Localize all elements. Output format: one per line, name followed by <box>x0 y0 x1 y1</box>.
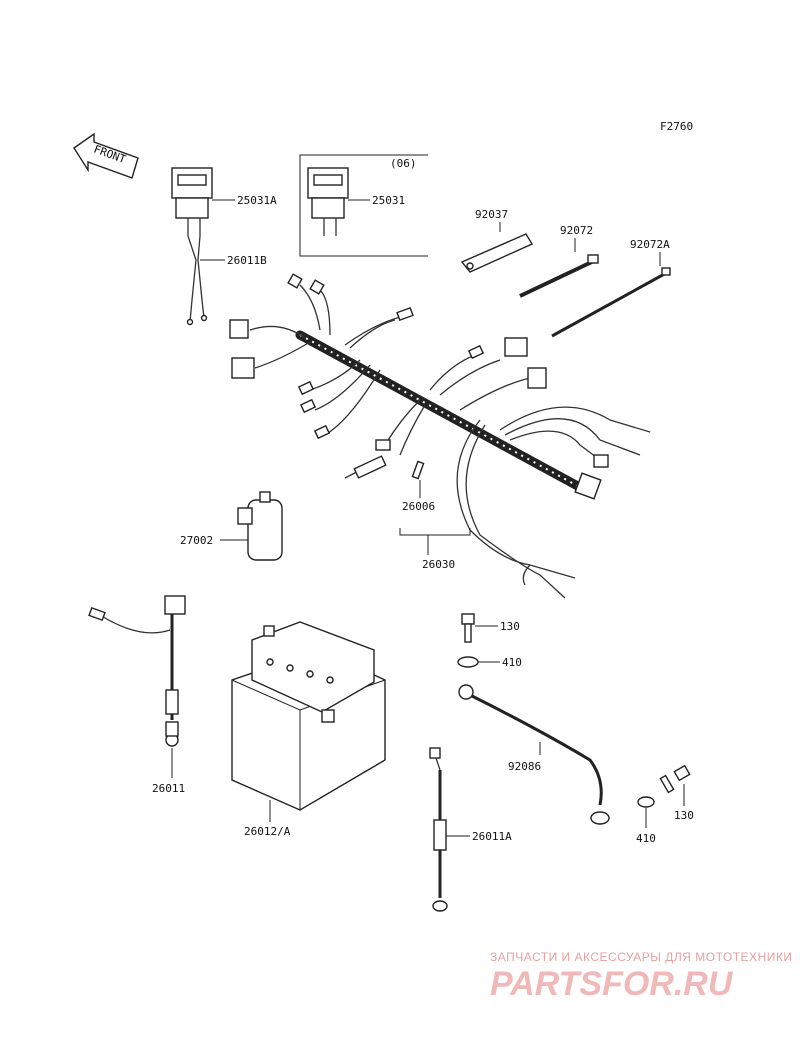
label-410-bottom: 410 <box>636 832 656 845</box>
label-92037: 92037 <box>475 208 508 221</box>
label-26011b: 26011B <box>227 254 267 267</box>
cable-26011a <box>429 747 448 912</box>
label-26030: 26030 <box>422 558 455 571</box>
bolt-130-bottom <box>659 764 691 794</box>
label-130-bottom: 130 <box>674 809 694 822</box>
label-26011: 26011 <box>152 782 185 795</box>
watermark-site: PARTSFOR.RU <box>490 965 734 1003</box>
bolt-130-top <box>461 613 475 643</box>
fuse-26006 <box>411 460 425 480</box>
label-410-top: 410 <box>502 656 522 669</box>
lead-26011b <box>186 235 208 326</box>
label-26011a: 26011A <box>472 830 512 843</box>
label-25031: 25031 <box>372 194 405 207</box>
label-92072a: 92072A <box>630 238 670 251</box>
inset-label: (06) <box>390 157 417 170</box>
label-130-top: 130 <box>500 620 520 633</box>
cable-26011 <box>88 595 186 747</box>
hour-meter-25031a <box>171 167 213 236</box>
label-92086: 92086 <box>508 760 541 773</box>
part-92037 <box>460 233 534 273</box>
washer-410-bottom <box>637 796 655 808</box>
label-92072: 92072 <box>560 224 593 237</box>
label-27002: 27002 <box>180 534 213 547</box>
watermark-tagline: ЗАПЧАСТИ И АКСЕССУАРЫ ДЛЯ МОТОТЕХНИКИ <box>490 950 792 964</box>
ground-cable-92086 <box>458 684 610 825</box>
label-26006: 26006 <box>402 500 435 513</box>
label-26012a: 26012/A <box>244 825 291 838</box>
wiring-harness-26030 <box>229 273 651 599</box>
part-92072a <box>551 267 671 338</box>
front-arrow-icon: FRONT <box>73 132 139 179</box>
relay-27002 <box>237 491 283 561</box>
battery-26012a <box>231 621 386 811</box>
label-25031a: 25031A <box>237 194 277 207</box>
inset-box: (06) <box>299 154 428 257</box>
figure-code: F2760 <box>660 120 693 133</box>
washer-410-top <box>457 656 479 668</box>
part-92072 <box>519 254 599 298</box>
